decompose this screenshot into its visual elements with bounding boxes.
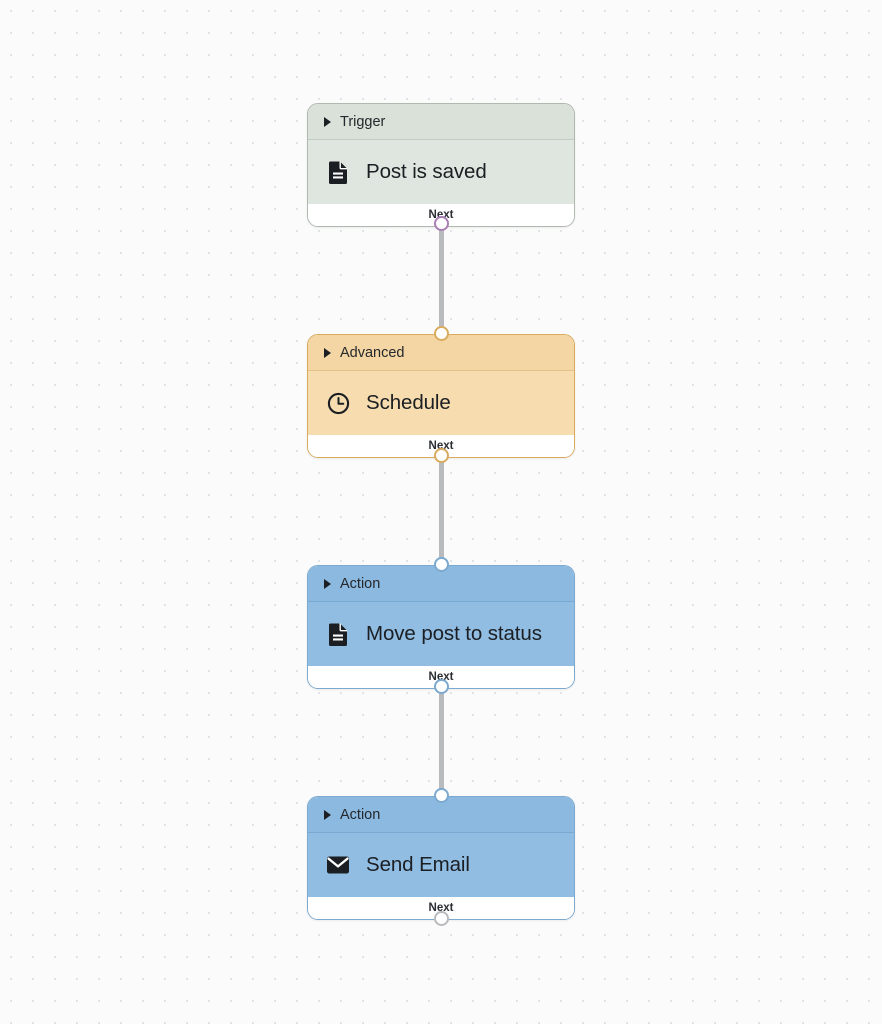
document-icon [326,622,350,646]
node-title: Schedule [366,391,451,414]
workflow-node-trigger-post-is-saved[interactable]: Trigger Post is saved Next [307,103,575,227]
collapse-triangle-icon[interactable] [324,116,331,127]
connector-handle-advanced-in[interactable] [434,326,449,341]
node-footer-next[interactable]: Next [308,897,574,919]
collapse-triangle-icon[interactable] [324,578,331,589]
node-body-action-send-email[interactable]: Send Email [308,833,574,897]
node-header-action-send-email[interactable]: Action [308,797,574,833]
connector-handle-action-move-in[interactable] [434,557,449,572]
node-title: Post is saved [366,160,487,183]
node-body-trigger[interactable]: Post is saved [308,140,574,204]
clock-icon [326,391,350,415]
workflow-node-action-send-email[interactable]: Action Send Email Next [307,796,575,920]
node-header-trigger[interactable]: Trigger [308,104,574,140]
envelope-icon [326,853,350,877]
node-category-label: Action [340,806,381,823]
node-footer-next[interactable]: Next [308,666,574,688]
node-footer-label: Next [428,440,454,452]
workflow-node-action-move-post-to-status[interactable]: Action Move post to status Next [307,565,575,689]
node-footer-label: Next [428,902,454,914]
node-category-label: Trigger [340,113,386,130]
connector-handle-trigger-out[interactable] [434,216,449,231]
node-footer-label: Next [428,671,454,683]
node-title: Send Email [366,853,470,876]
node-footer-next[interactable]: Next [308,435,574,457]
connector-handle-action-send-email-in[interactable] [434,788,449,803]
node-body-advanced[interactable]: Schedule [308,371,574,435]
node-body-action-move[interactable]: Move post to status [308,602,574,666]
edge-action-move-to-send-email[interactable] [439,686,444,796]
workflow-node-advanced-schedule[interactable]: Advanced Schedule Next [307,334,575,458]
connector-handle-action-send-email-out[interactable] [434,911,449,926]
node-header-action-move[interactable]: Action [308,566,574,602]
connector-handle-advanced-out[interactable] [434,448,449,463]
node-category-label: Advanced [340,344,405,361]
collapse-triangle-icon[interactable] [324,347,331,358]
collapse-triangle-icon[interactable] [324,809,331,820]
document-icon [326,160,350,184]
edge-trigger-to-advanced[interactable] [439,224,444,334]
node-title: Move post to status [366,622,542,645]
node-category-label: Action [340,575,381,592]
connector-handle-action-move-out[interactable] [434,679,449,694]
node-header-advanced[interactable]: Advanced [308,335,574,371]
edge-advanced-to-action-move[interactable] [439,455,444,565]
